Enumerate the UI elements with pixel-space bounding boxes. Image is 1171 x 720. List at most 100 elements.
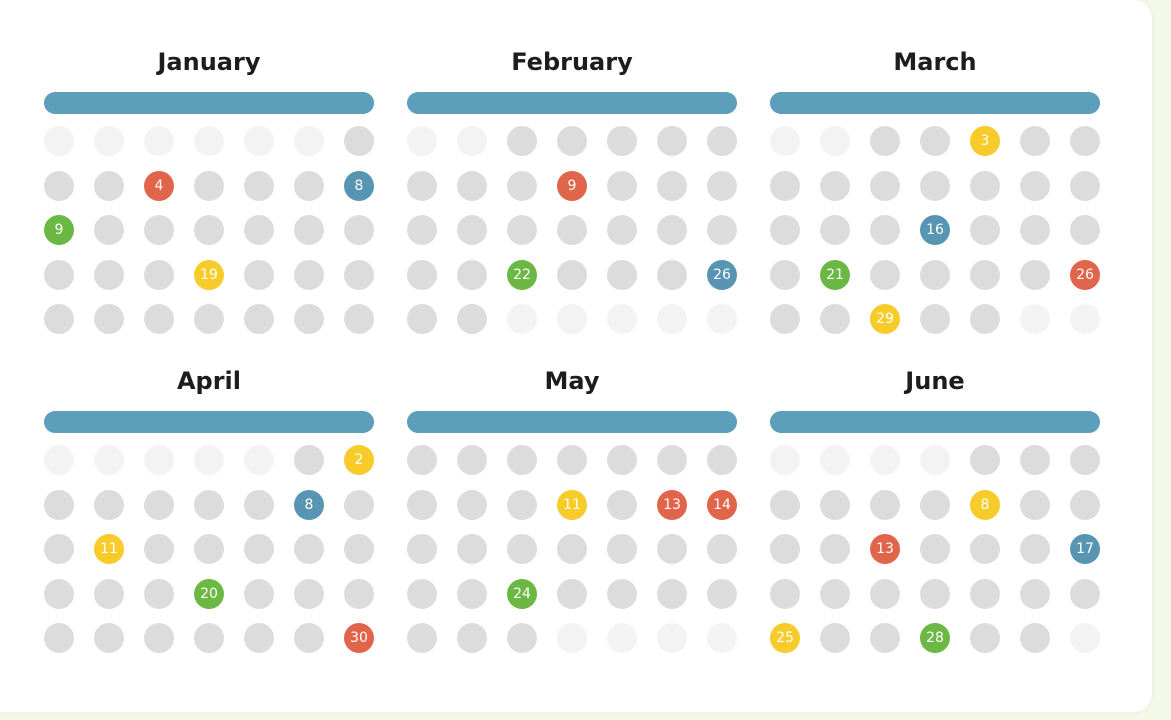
calendar-day[interactable] [970, 170, 1000, 201]
marked-day-24[interactable]: 24 [507, 578, 537, 609]
calendar-day[interactable] [557, 534, 587, 564]
calendar-day[interactable] [1020, 578, 1050, 609]
calendar-day[interactable] [657, 259, 687, 290]
calendar-day[interactable] [920, 170, 950, 201]
marked-day-16[interactable]: 16 [920, 215, 950, 245]
calendar-day[interactable] [707, 534, 737, 564]
calendar-day[interactable] [557, 126, 587, 156]
calendar-day[interactable] [294, 259, 324, 290]
calendar-day[interactable] [507, 534, 537, 564]
calendar-day[interactable] [144, 578, 174, 609]
calendar-day[interactable] [294, 215, 324, 245]
calendar-day[interactable] [44, 304, 74, 334]
calendar-day[interactable] [870, 126, 900, 156]
calendar-day[interactable] [457, 215, 487, 245]
calendar-day[interactable] [244, 489, 274, 520]
marked-day-8[interactable]: 8 [294, 489, 324, 520]
calendar-day[interactable] [407, 215, 437, 245]
calendar-day[interactable] [144, 215, 174, 245]
calendar-day[interactable] [244, 578, 274, 609]
calendar-day[interactable] [94, 215, 124, 245]
calendar-day[interactable] [920, 259, 950, 290]
calendar-day[interactable] [770, 489, 800, 520]
calendar-day[interactable] [94, 623, 124, 653]
calendar-day[interactable] [294, 578, 324, 609]
calendar-day[interactable] [607, 489, 637, 520]
calendar-day[interactable] [607, 578, 637, 609]
marked-day-11[interactable]: 11 [94, 534, 124, 564]
calendar-day[interactable] [707, 170, 737, 201]
calendar-day[interactable] [244, 170, 274, 201]
calendar-day[interactable] [1070, 489, 1100, 520]
calendar-day[interactable] [94, 170, 124, 201]
calendar-day[interactable] [144, 259, 174, 290]
calendar-day[interactable] [707, 445, 737, 475]
calendar-day[interactable] [970, 445, 1000, 475]
calendar-day[interactable] [194, 215, 224, 245]
calendar-day[interactable] [44, 534, 74, 564]
calendar-day[interactable] [770, 215, 800, 245]
calendar-day[interactable] [970, 534, 1000, 564]
calendar-day[interactable] [194, 170, 224, 201]
calendar-day[interactable] [657, 578, 687, 609]
calendar-day[interactable] [557, 259, 587, 290]
calendar-day[interactable] [407, 170, 437, 201]
marked-day-14[interactable]: 14 [707, 489, 737, 520]
calendar-day[interactable] [294, 623, 324, 653]
calendar-day[interactable] [870, 489, 900, 520]
calendar-day[interactable] [457, 623, 487, 653]
calendar-day[interactable] [507, 126, 537, 156]
calendar-day[interactable] [194, 623, 224, 653]
marked-day-26[interactable]: 26 [707, 259, 737, 290]
calendar-day[interactable] [1020, 534, 1050, 564]
calendar-day[interactable] [770, 170, 800, 201]
calendar-day[interactable] [770, 578, 800, 609]
marked-day-13[interactable]: 13 [657, 489, 687, 520]
calendar-day[interactable] [970, 259, 1000, 290]
calendar-day[interactable] [770, 304, 800, 334]
calendar-day[interactable] [44, 578, 74, 609]
calendar-day[interactable] [920, 534, 950, 564]
calendar-day[interactable] [870, 215, 900, 245]
calendar-day[interactable] [407, 259, 437, 290]
calendar-day[interactable] [244, 304, 274, 334]
calendar-day[interactable] [920, 489, 950, 520]
calendar-day[interactable] [607, 170, 637, 201]
calendar-day[interactable] [970, 578, 1000, 609]
calendar-day[interactable] [870, 259, 900, 290]
calendar-day[interactable] [657, 215, 687, 245]
calendar-day[interactable] [44, 259, 74, 290]
calendar-day[interactable] [1070, 170, 1100, 201]
marked-day-4[interactable]: 4 [144, 170, 174, 201]
calendar-day[interactable] [44, 489, 74, 520]
calendar-day[interactable] [657, 445, 687, 475]
calendar-day[interactable] [657, 534, 687, 564]
calendar-day[interactable] [820, 623, 850, 653]
calendar-day[interactable] [1020, 623, 1050, 653]
calendar-day[interactable] [607, 126, 637, 156]
marked-day-9[interactable]: 9 [557, 170, 587, 201]
calendar-day[interactable] [94, 578, 124, 609]
calendar-day[interactable] [1020, 215, 1050, 245]
marked-day-17[interactable]: 17 [1070, 534, 1100, 564]
calendar-day[interactable] [344, 304, 374, 334]
marked-day-11[interactable]: 11 [557, 489, 587, 520]
calendar-day[interactable] [870, 170, 900, 201]
calendar-day[interactable] [1070, 578, 1100, 609]
calendar-day[interactable] [144, 534, 174, 564]
calendar-day[interactable] [44, 623, 74, 653]
calendar-day[interactable] [407, 489, 437, 520]
calendar-day[interactable] [607, 445, 637, 475]
calendar-day[interactable] [294, 170, 324, 201]
calendar-day[interactable] [244, 534, 274, 564]
calendar-day[interactable] [920, 126, 950, 156]
calendar-day[interactable] [344, 534, 374, 564]
calendar-day[interactable] [770, 259, 800, 290]
calendar-day[interactable] [294, 304, 324, 334]
calendar-day[interactable] [820, 578, 850, 609]
calendar-day[interactable] [820, 489, 850, 520]
calendar-day[interactable] [970, 623, 1000, 653]
calendar-day[interactable] [1020, 170, 1050, 201]
calendar-day[interactable] [94, 304, 124, 334]
calendar-day[interactable] [1070, 445, 1100, 475]
